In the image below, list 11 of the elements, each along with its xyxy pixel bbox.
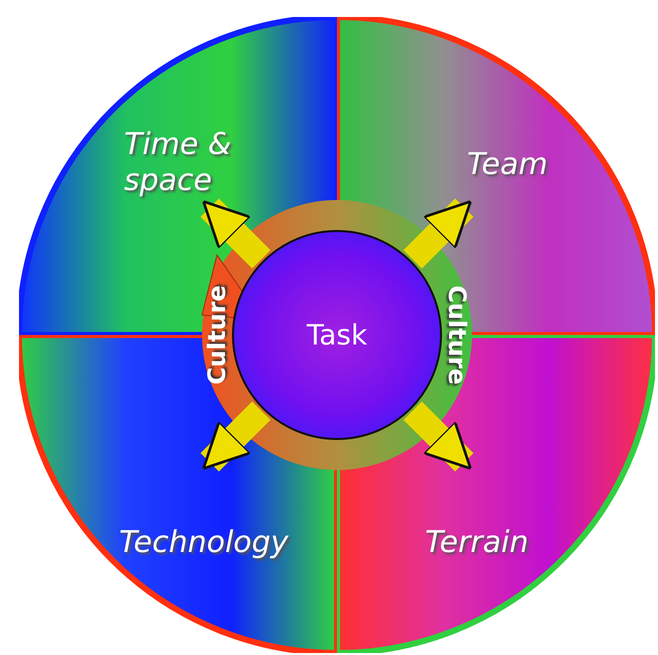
ring-label: Culture — [444, 285, 470, 385]
quadrant-label: Team — [467, 147, 549, 183]
quadrant-label: Time & space — [124, 127, 232, 199]
center-label: Task — [306, 318, 368, 352]
arrow — [200, 401, 271, 472]
quadrant-label: Technology — [119, 525, 290, 561]
ring-label: Culture — [204, 285, 230, 385]
arrow — [200, 198, 271, 269]
arrow — [403, 198, 474, 269]
quadrant-label: Terrain — [425, 525, 530, 561]
arrow — [403, 401, 474, 472]
